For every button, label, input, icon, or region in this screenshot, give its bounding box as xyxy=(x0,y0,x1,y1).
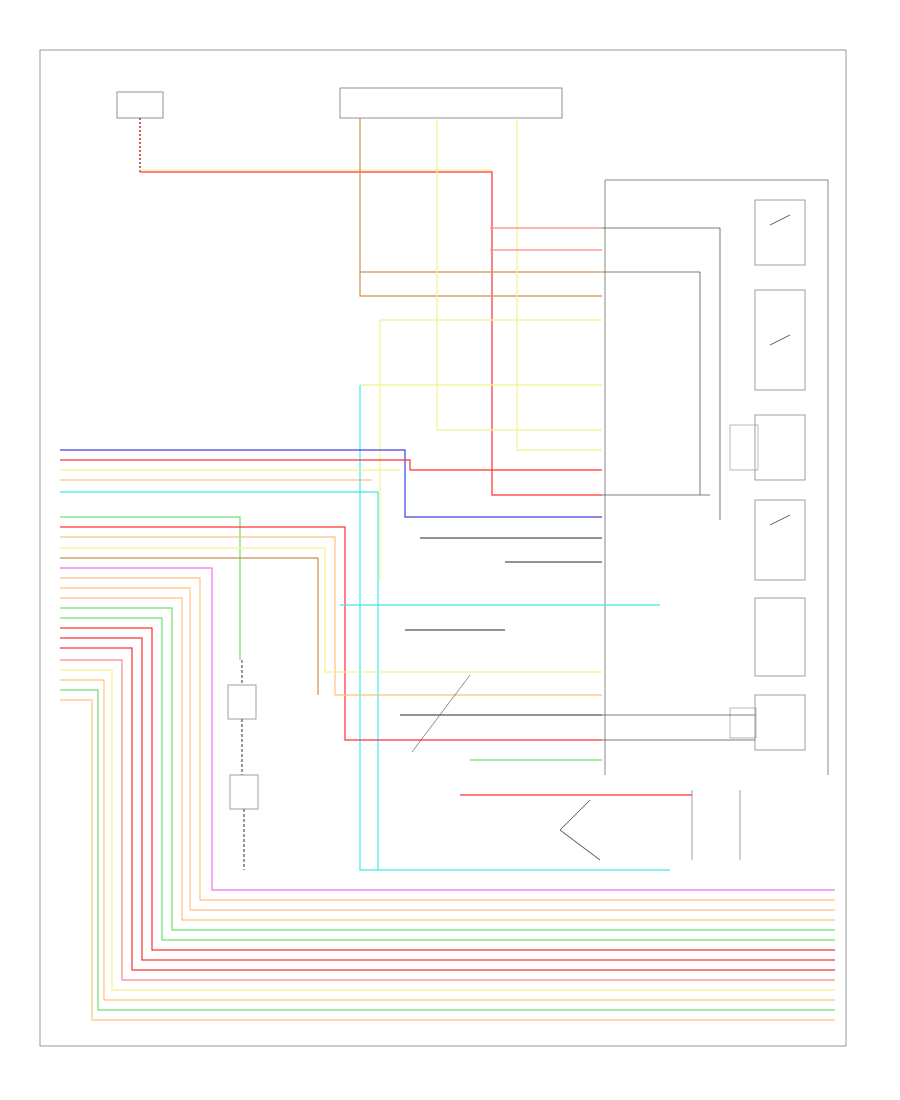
mid-wires xyxy=(340,227,755,796)
top-wires xyxy=(140,118,670,871)
relay-3 xyxy=(729,414,806,481)
relay-5 xyxy=(729,694,806,751)
switch-mid xyxy=(559,799,601,861)
diagram-frame xyxy=(39,49,847,1047)
central-block xyxy=(339,87,563,119)
relay-2 xyxy=(754,289,806,391)
transmission-module xyxy=(604,179,829,775)
sensor-left-2 xyxy=(229,774,259,870)
top-left-connector xyxy=(116,91,164,172)
left-bundle-1 xyxy=(60,449,602,870)
left-bundle-2 xyxy=(60,516,835,1021)
sensor-left xyxy=(227,660,257,775)
relay-4 xyxy=(754,499,806,581)
switch-box xyxy=(754,597,806,677)
relay-1 xyxy=(754,199,806,266)
lower-right-switch xyxy=(691,790,741,860)
